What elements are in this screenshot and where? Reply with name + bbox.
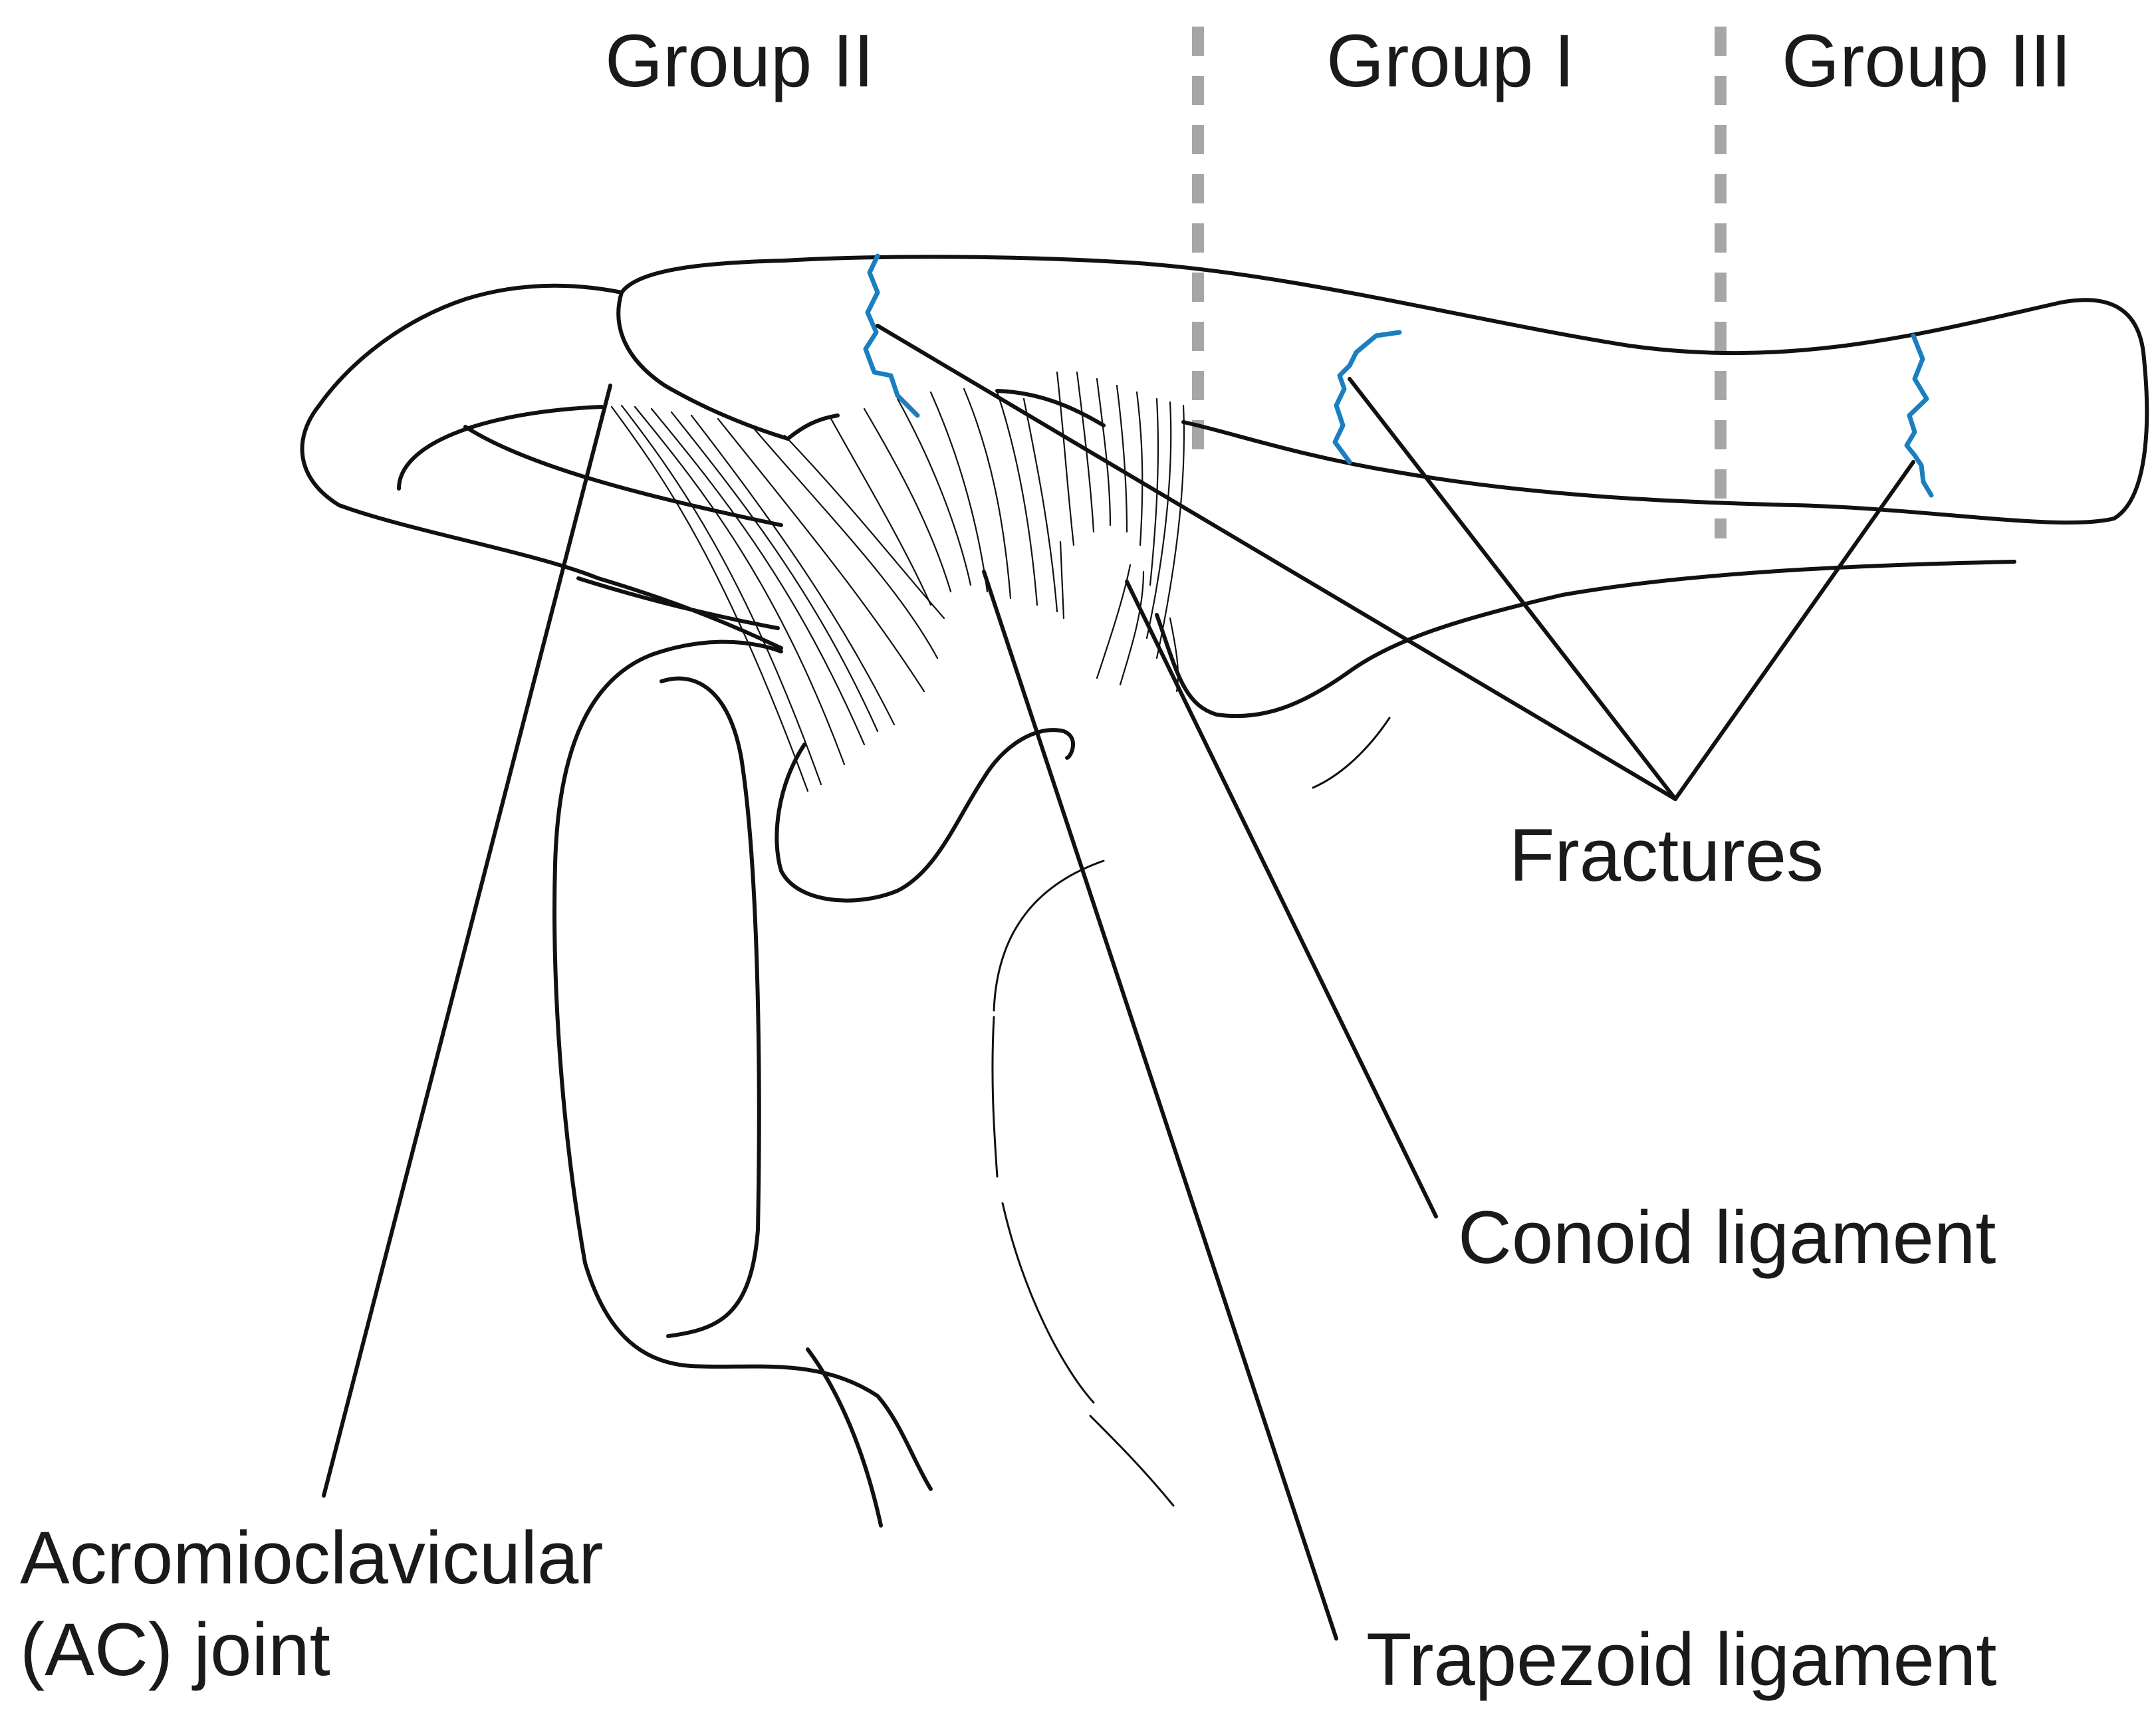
leader-fractures-to-group-i <box>1348 377 1677 801</box>
leader-ac-joint <box>322 384 612 1498</box>
ac-joint-label-line1: Acromioclavicular <box>20 1516 604 1599</box>
ligament-fibers <box>610 371 1185 792</box>
group-dividers <box>1192 27 1727 538</box>
ac-joint-label-line2: (AC) joint <box>20 1608 330 1691</box>
group-i-label: Group I <box>1326 19 1575 102</box>
group-ii-label: Group II <box>605 19 874 102</box>
leader-fractures-to-group-ii <box>876 324 1677 801</box>
conoid-ligament-label: Conoid ligament <box>1458 1196 1996 1279</box>
leader-fractures-to-group-iii <box>1673 460 1915 801</box>
leader-trapezoid-ligament <box>982 570 1338 1641</box>
fracture-lines <box>863 253 1934 498</box>
scapula <box>552 560 2016 1528</box>
leader-conoid-ligament <box>1125 580 1438 1218</box>
fracture-group-ii <box>863 253 920 418</box>
group-iii-label: Group III <box>1782 19 2072 102</box>
fracture-group-i <box>1332 330 1402 465</box>
leader-lines <box>322 324 1915 1641</box>
fracture-group-iii <box>1904 333 1934 498</box>
clavicle <box>616 255 2149 525</box>
acromion <box>300 283 783 650</box>
fractures-label: Fractures <box>1509 814 1824 897</box>
trapezoid-ligament-label: Trapezoid ligament <box>1366 1618 1996 1701</box>
